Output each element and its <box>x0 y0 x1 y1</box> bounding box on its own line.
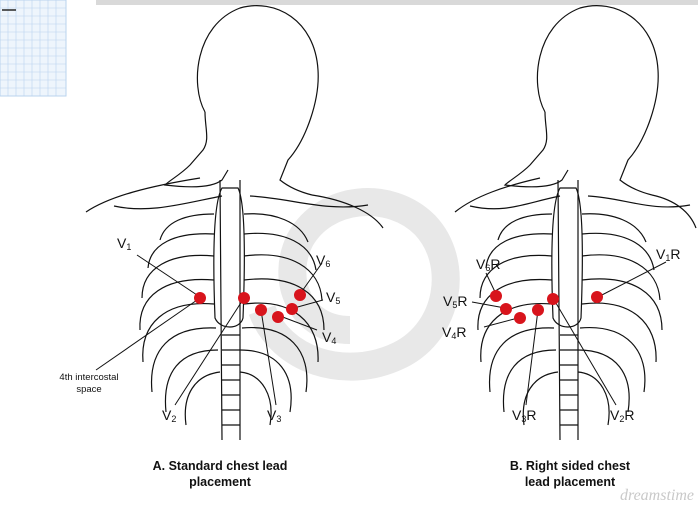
intercostal-space-label: 4th intercostal space <box>44 372 134 396</box>
head-outline-b <box>537 6 658 195</box>
neck-left-a <box>165 112 228 187</box>
electrode-v2 <box>238 292 250 304</box>
electrode-v6 <box>294 289 306 301</box>
shoulder-left-b <box>455 178 540 212</box>
shoulder-right-b <box>652 195 696 228</box>
spine-b <box>558 180 578 440</box>
label-v4: V4 <box>322 330 336 348</box>
label-v1: V1 <box>117 236 131 254</box>
label-v4r: V4R <box>442 325 466 343</box>
head-outline-a <box>197 6 318 195</box>
spine-segments-b <box>560 335 578 425</box>
electrode-v3 <box>255 304 267 316</box>
clavicle-right-b <box>588 196 690 207</box>
electrode-v4 <box>272 311 284 323</box>
label-v3r: V3R <box>512 408 536 426</box>
electrode-v4r <box>514 312 526 324</box>
top-border <box>96 0 698 5</box>
electrodes-b <box>490 290 603 324</box>
caption-a: A. Standard chest lead placement <box>110 458 330 490</box>
caption-b: B. Right sided chest lead placement <box>470 458 670 490</box>
label-v6: V6 <box>316 253 330 271</box>
label-v5r: V5R <box>443 294 467 312</box>
electrode-v3r <box>532 304 544 316</box>
ribs-right-b <box>578 214 662 425</box>
label-v2r: V2R <box>610 408 634 426</box>
electrode-v5r <box>500 303 512 315</box>
label-v3: V3 <box>267 408 281 426</box>
spine-a <box>220 180 240 440</box>
shoulder-left-a <box>86 178 200 212</box>
label-v5: V5 <box>326 290 340 308</box>
ribs-left-a <box>140 214 220 425</box>
spine-segments-a <box>222 335 240 425</box>
electrode-v5 <box>286 303 298 315</box>
label-v2: V2 <box>162 408 176 426</box>
figure-b-right-sided <box>455 6 696 440</box>
label-v6r: V6R <box>476 257 500 275</box>
electrode-v2r <box>547 293 559 305</box>
clavicle-left-a <box>114 196 222 209</box>
watermark-text: dreamstime <box>620 487 694 505</box>
clavicle-left-b <box>470 196 560 209</box>
grid-thumbnail <box>0 0 66 96</box>
electrode-v6r <box>490 290 502 302</box>
electrode-v1 <box>194 292 206 304</box>
label-v1r: V1R <box>656 247 680 265</box>
leader-lines-b <box>472 262 666 405</box>
watermark-swirl <box>262 202 446 367</box>
neck-left-b <box>505 112 568 187</box>
electrode-v1r <box>591 291 603 303</box>
